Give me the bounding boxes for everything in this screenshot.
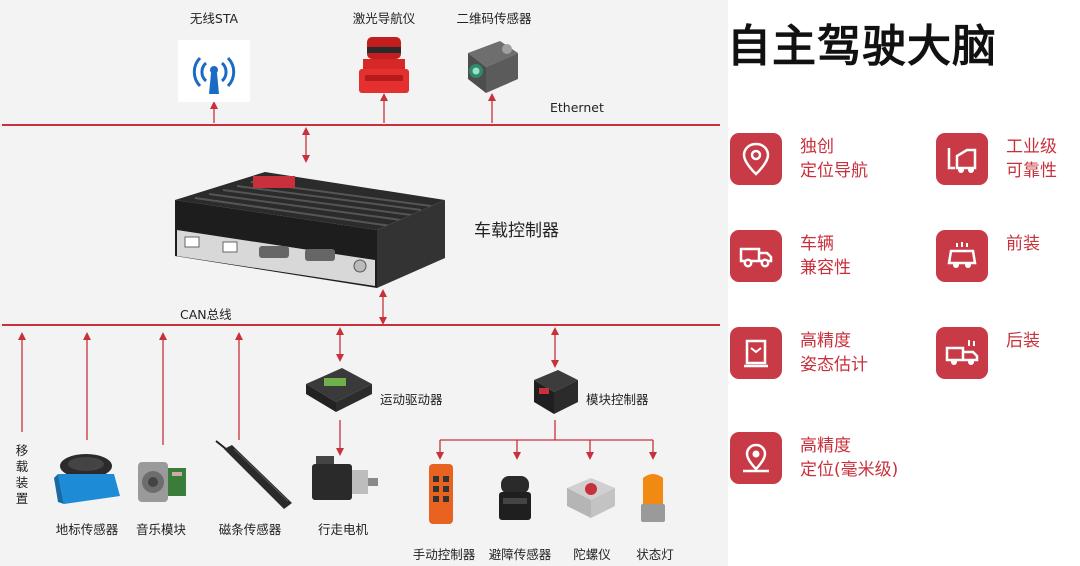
can-bus-label: CAN总线	[180, 307, 232, 322]
obstacle-sensor-icon	[491, 470, 541, 524]
ethernet-bus-label: Ethernet	[550, 100, 604, 115]
gyroscope-icon	[561, 470, 619, 524]
module-device-label: 陀螺仪	[573, 547, 611, 562]
motion-driver-icon	[302, 362, 376, 416]
module-device-label: 手动控制器	[412, 547, 476, 562]
feature-positioning-navigation: 独创定位导航	[730, 133, 868, 185]
landmark-sensor-icon	[50, 446, 124, 510]
feature-line: 定位导航	[800, 161, 868, 181]
module-device-label: 状态灯	[636, 547, 674, 562]
feature-line: 兼容性	[800, 258, 851, 278]
motion-driver-label: 运动驱动器	[380, 392, 443, 407]
feature-attitude-estimation: 高精度姿态估计	[730, 327, 868, 379]
music-module-icon	[132, 452, 190, 508]
feature-line: 可靠性	[1006, 161, 1057, 181]
feature-line: 后装	[1006, 331, 1040, 351]
bottom-device-label: 磁条传感器	[218, 522, 282, 537]
status-light-icon	[636, 470, 670, 526]
feature-line: 高精度	[800, 331, 851, 351]
module-controller-label: 模块控制器	[586, 392, 649, 407]
qr-sensor-icon	[460, 33, 522, 97]
top-device-label: 二维码传感器	[456, 11, 532, 26]
top-device-label: 激光导航仪	[352, 11, 416, 26]
feature-line: 姿态估计	[800, 355, 868, 375]
feature-line: 前装	[1006, 234, 1040, 254]
motor-icon	[306, 448, 382, 508]
laser-scanner-icon	[355, 33, 413, 97]
remote-control-icon	[425, 460, 457, 526]
system-diagram-panel: 无线STA 激光导航仪 二维码传感器	[0, 0, 728, 566]
feature-industrial-reliability: 工业级可靠性	[936, 133, 1057, 185]
top-device-label: 无线STA	[189, 11, 239, 26]
bottom-device-label: 音乐模块	[135, 522, 187, 537]
bus-wiring	[2, 93, 720, 460]
feature-line: 工业级	[1006, 137, 1057, 157]
module-controller-icon	[528, 366, 582, 418]
feature-rear-mount: 后装	[936, 327, 1040, 379]
truck-front-icon	[936, 230, 988, 282]
controller-label: 车载控制器	[474, 221, 559, 241]
bottom-device-label: 地标传感器	[55, 522, 119, 537]
truck-rear-icon	[936, 327, 988, 379]
feature-vehicle-compatibility: 车辆兼容性	[730, 230, 851, 282]
feature-line: 车辆	[800, 234, 834, 254]
location-pin-icon	[730, 133, 782, 185]
wifi-icon	[178, 40, 250, 102]
feature-millimeter-positioning: 高精度定位(毫米级)	[730, 432, 898, 484]
fanless-computer-icon	[155, 160, 455, 295]
truck-icon	[730, 230, 782, 282]
forklift-icon	[936, 133, 988, 185]
mobile-group-label: 移载装置	[15, 443, 29, 506]
attitude-icon	[730, 327, 782, 379]
feature-line: 定位(毫米级)	[800, 460, 899, 480]
module-device-label: 避障传感器	[488, 547, 552, 562]
feature-line: 独创	[800, 137, 834, 157]
feature-front-mount: 前装	[936, 230, 1040, 282]
feature-line: 高精度	[800, 436, 851, 456]
page-title: 自主驾驶大脑	[727, 21, 997, 72]
bottom-device-label: 行走电机	[317, 522, 369, 537]
magnetic-sensor-icon	[212, 437, 294, 511]
map-pin-icon	[730, 432, 782, 484]
